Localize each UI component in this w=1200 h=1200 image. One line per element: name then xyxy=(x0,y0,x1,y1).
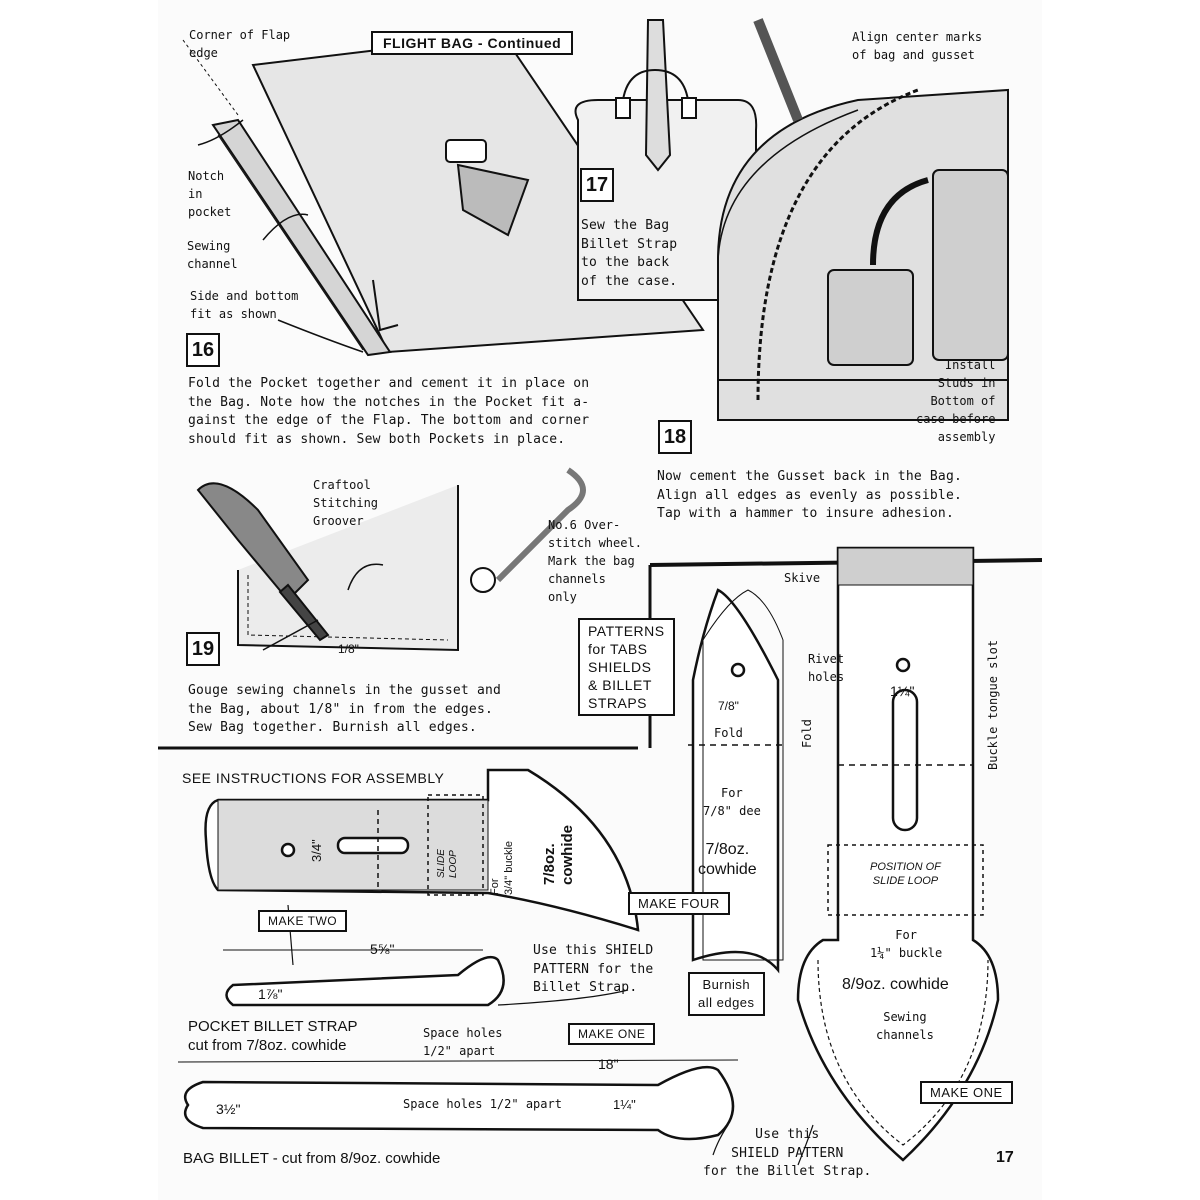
bag-billet-make-one: MAKE ONE xyxy=(568,1023,656,1045)
step-number-18: 18 xyxy=(658,420,692,454)
callout-align-center: Align center marks of bag and gusset xyxy=(852,30,983,62)
step-number-19: 19 xyxy=(186,632,220,666)
shield-sewing-label: Sewing channels xyxy=(876,1010,934,1042)
callout-stitching-groover: Craftool Stitching Groover xyxy=(313,478,379,528)
step-number-16: 16 xyxy=(186,333,220,367)
pocket-billet-pattern xyxy=(223,949,505,1007)
small-shield-for-label: For 3/4" buckle xyxy=(489,840,515,895)
bag-billet-tip: 3½" xyxy=(216,1101,241,1117)
pocket-billet-tip: 1⅞" xyxy=(258,986,283,1002)
shield-slide-label: POSITION OF SLIDE LOOP xyxy=(870,861,941,887)
shield-for-label: For 1¼" buckle xyxy=(870,928,943,960)
small-shield-height-label: 3/4" xyxy=(309,839,324,862)
large-shield-pattern xyxy=(796,546,1000,1162)
stitching-illustration xyxy=(196,467,586,652)
small-shield-use-note: Use this SHIELD PATTERN for the Billet S… xyxy=(533,943,654,995)
step18-text: Now cement the Gusset back in the Bag. A… xyxy=(657,469,963,521)
small-shield-material-label: 7/8oz. cowhide xyxy=(541,824,576,885)
pocket-billet-holes: Space holes 1/2" apart xyxy=(423,1026,503,1058)
tab-pattern xyxy=(688,588,784,974)
bag-billet-pattern xyxy=(177,1059,739,1141)
flight-bag-illustration xyxy=(717,18,1009,421)
tab-for-label: For 7/8" dee xyxy=(703,786,761,818)
callout-corner-of-flap: Corner of Flap edge xyxy=(189,28,291,60)
shield-fold-label: Fold xyxy=(800,719,814,748)
manual-page: FLIGHT BAG - Continued Corner of Flap ed… xyxy=(158,0,1042,1200)
callout-overstitch-wheel: No.6 Over- stitch wheel. Mark the bag ch… xyxy=(548,518,642,604)
bag-billet-holes: Space holes 1/2" apart xyxy=(403,1097,562,1111)
callout-one-eighth: 1/8" xyxy=(338,642,359,656)
pocket-billet-length: 5⅝" xyxy=(370,941,395,957)
shield-material-label: 8/9oz. cowhide xyxy=(842,976,949,993)
step-number-17: 17 xyxy=(580,168,614,202)
patterns-heading: PATTERNS for TABS SHIELDS & BILLET STRAP… xyxy=(578,618,675,716)
step16-text: Fold the Pocket together and cement it i… xyxy=(188,376,590,447)
shield-width-label: 1¼" xyxy=(890,683,915,699)
callout-sewing-channel: Sewing channel xyxy=(187,239,238,271)
callout-notch: Notch in pocket xyxy=(188,169,232,219)
callout-install-studs: Install Studs in Bottom of case before a… xyxy=(916,358,996,444)
tab-width-label: 7/8" xyxy=(718,699,739,713)
tab-material-label: 7/8oz. cowhide xyxy=(698,841,757,878)
shield-slot-label: Buckle tongue slot xyxy=(986,639,1000,770)
shield-make-one: MAKE ONE xyxy=(920,1081,1013,1104)
tab-make-four: MAKE FOUR xyxy=(628,892,730,915)
tab-rivet-label: Rivet holes xyxy=(808,652,845,684)
bag-billet-title: BAG BILLET - cut from 8/9oz. cowhide xyxy=(183,1150,441,1167)
tab-fold-label: Fold xyxy=(714,726,743,740)
page-number: 17 xyxy=(996,1149,1014,1166)
page-title: FLIGHT BAG - Continued xyxy=(371,31,574,55)
small-shield-make-two: MAKE TWO xyxy=(258,910,348,932)
bag-billet-width: 1¼" xyxy=(613,1097,636,1112)
step19-text: Gouge sewing channels in the gusset and … xyxy=(188,683,502,735)
step17-text: Sew the Bag Billet Strap to the back of … xyxy=(581,218,678,289)
callout-side-bottom: Side and bottom fit as shown xyxy=(190,289,299,321)
illustrations-layer xyxy=(158,18,1042,1166)
small-shield-pattern xyxy=(204,768,640,932)
pocket-billet-title: POCKET BILLET STRAP cut from 7/8oz. cowh… xyxy=(188,1018,358,1054)
bag-billet-length: 18" xyxy=(598,1056,619,1072)
small-shield-slide-label: SLIDE LOOP xyxy=(436,849,459,878)
burnish-note: Burnish all edges xyxy=(688,972,765,1016)
billet-back-illustration xyxy=(574,19,758,301)
assembly-note: SEE INSTRUCTIONS FOR ASSEMBLY xyxy=(182,770,445,786)
tab-skive-label: Skive xyxy=(784,571,821,585)
shield-use-note: Use this SHIELD PATTERN for the Billet S… xyxy=(703,1127,872,1179)
